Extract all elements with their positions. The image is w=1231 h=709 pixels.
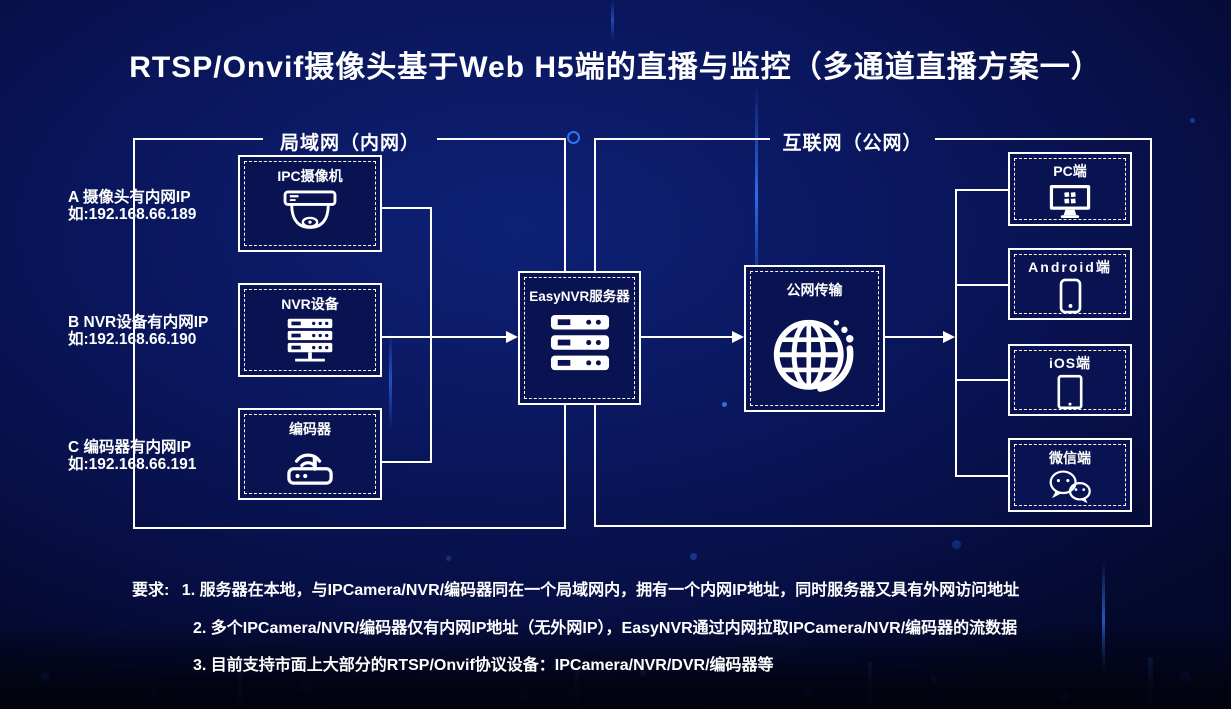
pc-client-box: PC端: [1008, 152, 1132, 226]
bokeh-dot: [150, 690, 157, 697]
connector-nvr: [382, 336, 507, 338]
android-client-box: Android端: [1008, 248, 1132, 320]
connector-ipc: [382, 207, 432, 209]
lan-frame-top-left: [133, 138, 263, 140]
bokeh-dot: [1190, 118, 1195, 123]
bokeh-bar: [868, 662, 872, 708]
bokeh-dot: [446, 556, 451, 561]
lan-frame-bottom: [133, 527, 566, 529]
encoder-box: 编码器: [238, 408, 382, 500]
note-line: B NVR设备有内网IP: [68, 314, 209, 331]
server-stack-icon: [520, 314, 639, 374]
lan-bus-line: [430, 207, 432, 463]
note-line: A 摄像头有内网IP: [68, 189, 191, 206]
nvr-device-box: NVR设备: [238, 283, 382, 377]
wan-frame-top-left: [594, 138, 770, 140]
bokeh-dot: [857, 62, 861, 66]
wan-frame-right: [1150, 138, 1152, 527]
requirements-line-1: 要求: 1. 服务器在本地，与IPCamera/NVR/编码器同在一个局域网内，…: [132, 576, 1019, 600]
light-streak: [755, 85, 758, 305]
client-bus-line: [955, 189, 957, 477]
bokeh-dot: [40, 672, 50, 682]
wan-frame-top-right: [935, 138, 1152, 140]
bokeh-bar: [1148, 658, 1153, 708]
connector-android: [955, 284, 1008, 286]
connector-pc: [955, 189, 1008, 191]
requirement-item: 2. 多个IPCamera/NVR/编码器仅有内网IP地址（无外网IP），Eas…: [193, 620, 1018, 637]
public-transport-label: 公网传输: [786, 282, 843, 298]
requirements-line-3: 3. 目前支持市面上大部分的RTSP/Onvif协议设备：IPCamera/NV…: [193, 651, 774, 675]
note-encoder-ip: C 编码器有内网IP 如:192.168.66.191: [68, 439, 196, 473]
lan-section-label: 局域网（内网）: [279, 133, 420, 154]
easynvr-server-label: EasyNVR服务器: [529, 289, 630, 304]
bokeh-dot: [722, 402, 727, 407]
connector-encoder: [382, 461, 432, 463]
router-icon: [240, 441, 380, 487]
wechat-client-label: 微信端: [1049, 450, 1091, 466]
smartphone-icon: [1010, 278, 1130, 314]
bokeh-dot: [300, 680, 312, 692]
decor-ring: [567, 131, 580, 144]
bokeh-dot: [1060, 692, 1069, 701]
bokeh-dot: [690, 553, 697, 560]
tablet-icon: [1010, 374, 1130, 410]
light-streak: [1102, 560, 1105, 680]
bokeh-bar: [575, 668, 579, 708]
note-line: C 编码器有内网IP: [68, 439, 192, 456]
requirement-item: 3. 目前支持市面上大部分的RTSP/Onvif协议设备：IPCamera/NV…: [193, 657, 774, 674]
desktop-monitor-icon: [1010, 183, 1130, 220]
bokeh-dot: [640, 670, 646, 676]
ios-client-box: iOS端: [1008, 344, 1132, 416]
connector-wechat: [955, 475, 1008, 477]
wan-section-label: 互联网（公网）: [782, 133, 923, 154]
wechat-icon: [1010, 469, 1130, 505]
nvr-rack-icon: [240, 317, 380, 367]
ipc-camera-box: IPC摄像机: [238, 155, 382, 252]
note-camera-ip: A 摄像头有内网IP 如:192.168.66.189: [68, 189, 196, 223]
bokeh-dot: [805, 688, 815, 698]
nvr-device-label: NVR设备: [281, 296, 339, 312]
lan-frame-top-right: [437, 138, 566, 140]
page-title: RTSP/Onvif摄像头基于Web H5端的直播与监控（多通道直播方案一）: [129, 51, 1102, 84]
easynvr-server-box: EasyNVR服务器: [518, 271, 641, 405]
requirements-line-2: 2. 多个IPCamera/NVR/编码器仅有内网IP地址（无外网IP），Eas…: [193, 614, 1017, 638]
note-line: 如:192.168.66.191: [68, 456, 197, 473]
pc-client-label: PC端: [1053, 163, 1087, 179]
connector-wan-to-clients: [885, 336, 944, 338]
bokeh-dot: [952, 540, 961, 549]
note-line: 如:192.168.66.190: [68, 331, 197, 348]
arrow-to-client-bus: [943, 331, 955, 343]
connector-server-to-wan: [641, 336, 733, 338]
light-streak: [611, 0, 614, 40]
public-transport-box: 公网传输: [744, 265, 885, 412]
arrow-to-server: [506, 331, 518, 343]
bokeh-dot: [930, 676, 937, 683]
light-streak: [389, 330, 392, 430]
ipc-camera-label: IPC摄像机: [277, 168, 343, 184]
ios-client-label: iOS端: [1048, 355, 1092, 371]
wechat-client-box: 微信端: [1008, 438, 1132, 512]
arrow-to-transport: [732, 331, 744, 343]
android-client-label: Android端: [1028, 259, 1112, 275]
bokeh-bar: [238, 660, 242, 705]
lan-frame-left: [133, 138, 135, 529]
bokeh-dot: [520, 695, 528, 703]
requirements-prefix: 要求:: [132, 582, 170, 599]
note-nvr-ip: B NVR设备有内网IP 如:192.168.66.190: [68, 314, 208, 348]
globe-icon: [746, 304, 883, 402]
bokeh-dot: [1180, 672, 1191, 683]
requirement-item: 1. 服务器在本地，与IPCamera/NVR/编码器同在一个局域网内，拥有一个…: [181, 582, 1020, 599]
wan-frame-bottom: [594, 525, 1152, 527]
note-line: 如:192.168.66.189: [68, 206, 197, 223]
encoder-label: 编码器: [289, 421, 331, 437]
dome-camera-icon: [240, 190, 380, 238]
connector-ios: [955, 379, 1008, 381]
